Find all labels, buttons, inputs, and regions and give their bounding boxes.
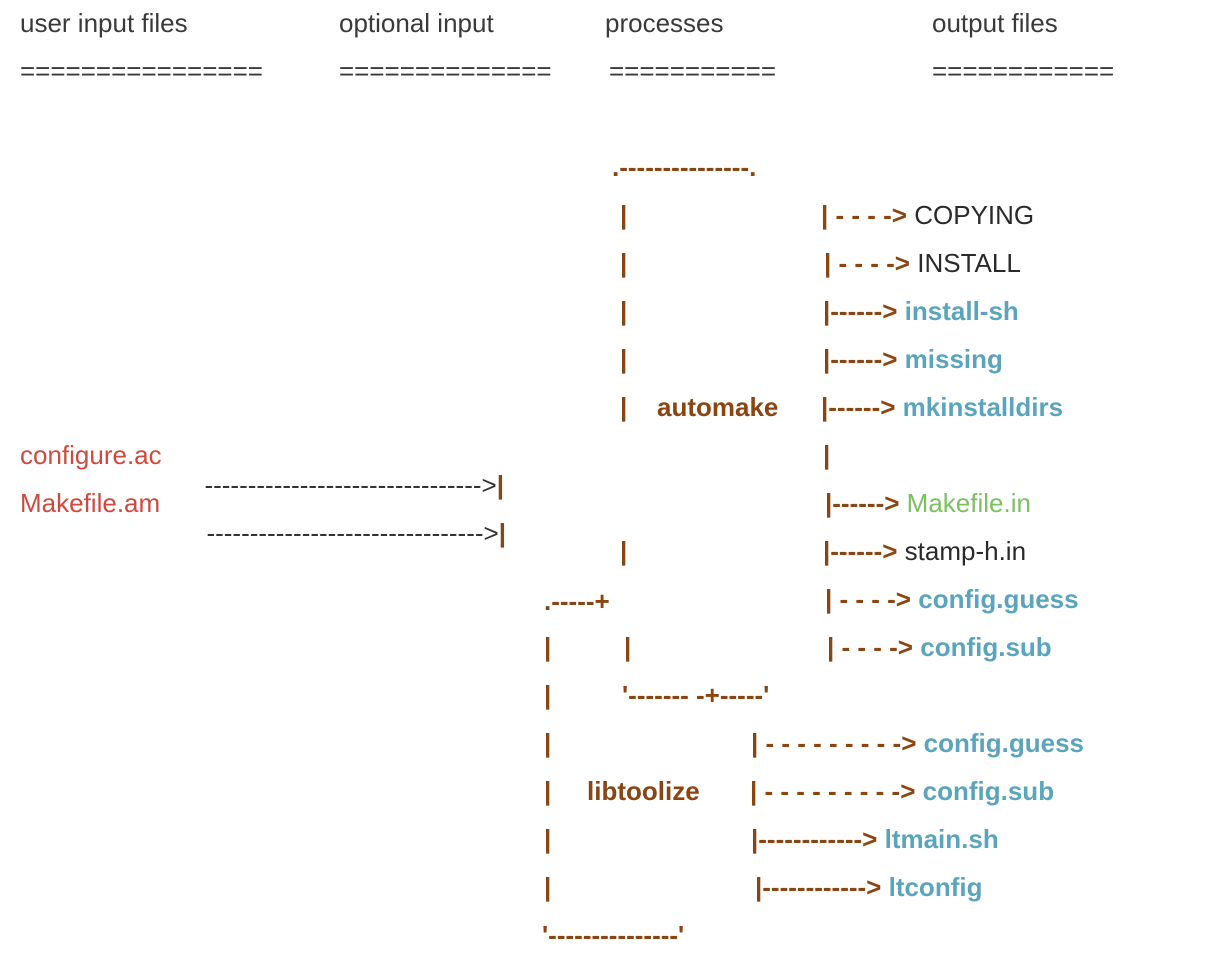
output-file: config.guess — [918, 584, 1079, 614]
underline-output-files: ============ — [932, 56, 1115, 86]
libtoolize-box-left-edge: | — [544, 872, 552, 902]
header-user-input: user input files — [20, 8, 188, 38]
output-row: |------> mkinstalldirs — [821, 392, 1063, 422]
output-file: config.guess — [923, 728, 1084, 758]
automake-box-left-edge: | — [620, 392, 628, 422]
automake-box-left-edge: | — [498, 518, 506, 548]
output-file: missing — [904, 344, 1003, 374]
arrow-configure-line: --------------------------------> — [204, 470, 497, 500]
underline-optional-input: ============== — [339, 56, 552, 86]
output-file: stamp-h.in — [904, 536, 1027, 566]
automake-box-bottom: '------- -+-----' — [622, 680, 770, 710]
output-file: Makefile.in — [906, 488, 1031, 518]
output-arrow: |------> — [823, 536, 898, 566]
arrow-configure-to-automake: -------------------------------->| — [190, 440, 504, 500]
automake-box-top: .---------------. — [612, 152, 757, 182]
output-file: config.sub — [920, 632, 1052, 662]
output-arrow: |------> — [823, 296, 898, 326]
header-output-files: output files — [932, 8, 1058, 38]
output-file: ltconfig — [888, 872, 983, 902]
output-row: |------> Makefile.in — [825, 488, 1031, 518]
output-row: | — [823, 440, 838, 470]
output-arrow: | - - - - - - - - -> — [750, 776, 916, 806]
output-row: |------> install-sh — [823, 296, 1019, 326]
libtoolize-box-bottom: '---------------' — [542, 920, 685, 950]
output-arrow: |------> — [821, 392, 896, 422]
header-optional-input: optional input — [339, 8, 494, 38]
output-arrow: | — [823, 440, 831, 470]
libtoolize-label: libtoolize — [587, 776, 700, 806]
automake-box-left-edge: | — [620, 248, 628, 278]
output-arrow: | - - - -> — [821, 200, 907, 230]
output-arrow: | - - - - - - - - -> — [751, 728, 917, 758]
output-file: config.sub — [922, 776, 1055, 806]
output-file: ltmain.sh — [884, 824, 999, 854]
output-row: | - - - -> config.sub — [827, 632, 1052, 662]
output-row: | - - - -> INSTALL — [824, 248, 1021, 278]
input-configure-ac: configure.ac — [20, 440, 162, 470]
output-row: | - - - -> config.guess — [825, 584, 1079, 614]
output-arrow: |------> — [823, 344, 898, 374]
libtoolize-box-left-edge: | — [544, 728, 552, 758]
output-arrow: |------------> — [755, 872, 882, 902]
output-row: | - - - - - - - - -> config.sub — [750, 776, 1054, 806]
automake-box-left-edge: | — [620, 296, 628, 326]
automake-label: automake — [657, 392, 779, 422]
output-row: |------> missing — [823, 344, 1003, 374]
header-processes: processes — [605, 8, 724, 38]
output-arrow: | - - - -> — [825, 584, 911, 614]
automake-box-left-edge: | — [620, 200, 628, 230]
output-file: install-sh — [904, 296, 1019, 326]
output-file: INSTALL — [917, 248, 1021, 278]
arrow-makefile-line: --------------------------------> — [206, 518, 499, 548]
output-row: | - - - - - - - - -> config.guess — [751, 728, 1084, 758]
output-row: |------> stamp-h.in — [823, 536, 1026, 566]
automake-box-left-edge: | — [496, 470, 504, 500]
automake-libtoolize-junction: .-----+ — [544, 586, 610, 616]
automake-box-left-edge: | — [620, 536, 628, 566]
output-file: mkinstalldirs — [902, 392, 1064, 422]
libtoolize-box-left-edge: | — [544, 824, 552, 854]
output-arrow: | - - - -> — [827, 632, 913, 662]
output-arrow: |------------> — [751, 824, 878, 854]
output-file: COPYING — [914, 200, 1035, 230]
output-row: | - - - -> COPYING — [821, 200, 1034, 230]
arrow-makefile-to-automake: -------------------------------->| — [192, 488, 506, 548]
underline-processes: =========== — [609, 56, 777, 86]
input-makefile-am: Makefile.am — [20, 488, 161, 518]
automake-box-left-edge: | — [620, 344, 628, 374]
output-row: |------------> ltconfig — [755, 872, 982, 902]
output-arrow: |------> — [825, 488, 900, 518]
libtoolize-box-left-edge: | — [544, 632, 552, 662]
output-arrow: | - - - -> — [824, 248, 910, 278]
underline-user-input: ================ — [20, 56, 263, 86]
libtoolize-box-left-edge: | — [544, 776, 552, 806]
automake-box-left-edge: | — [624, 632, 632, 662]
libtoolize-box-left-edge: | — [544, 680, 552, 710]
output-row: |------------> ltmain.sh — [751, 824, 999, 854]
